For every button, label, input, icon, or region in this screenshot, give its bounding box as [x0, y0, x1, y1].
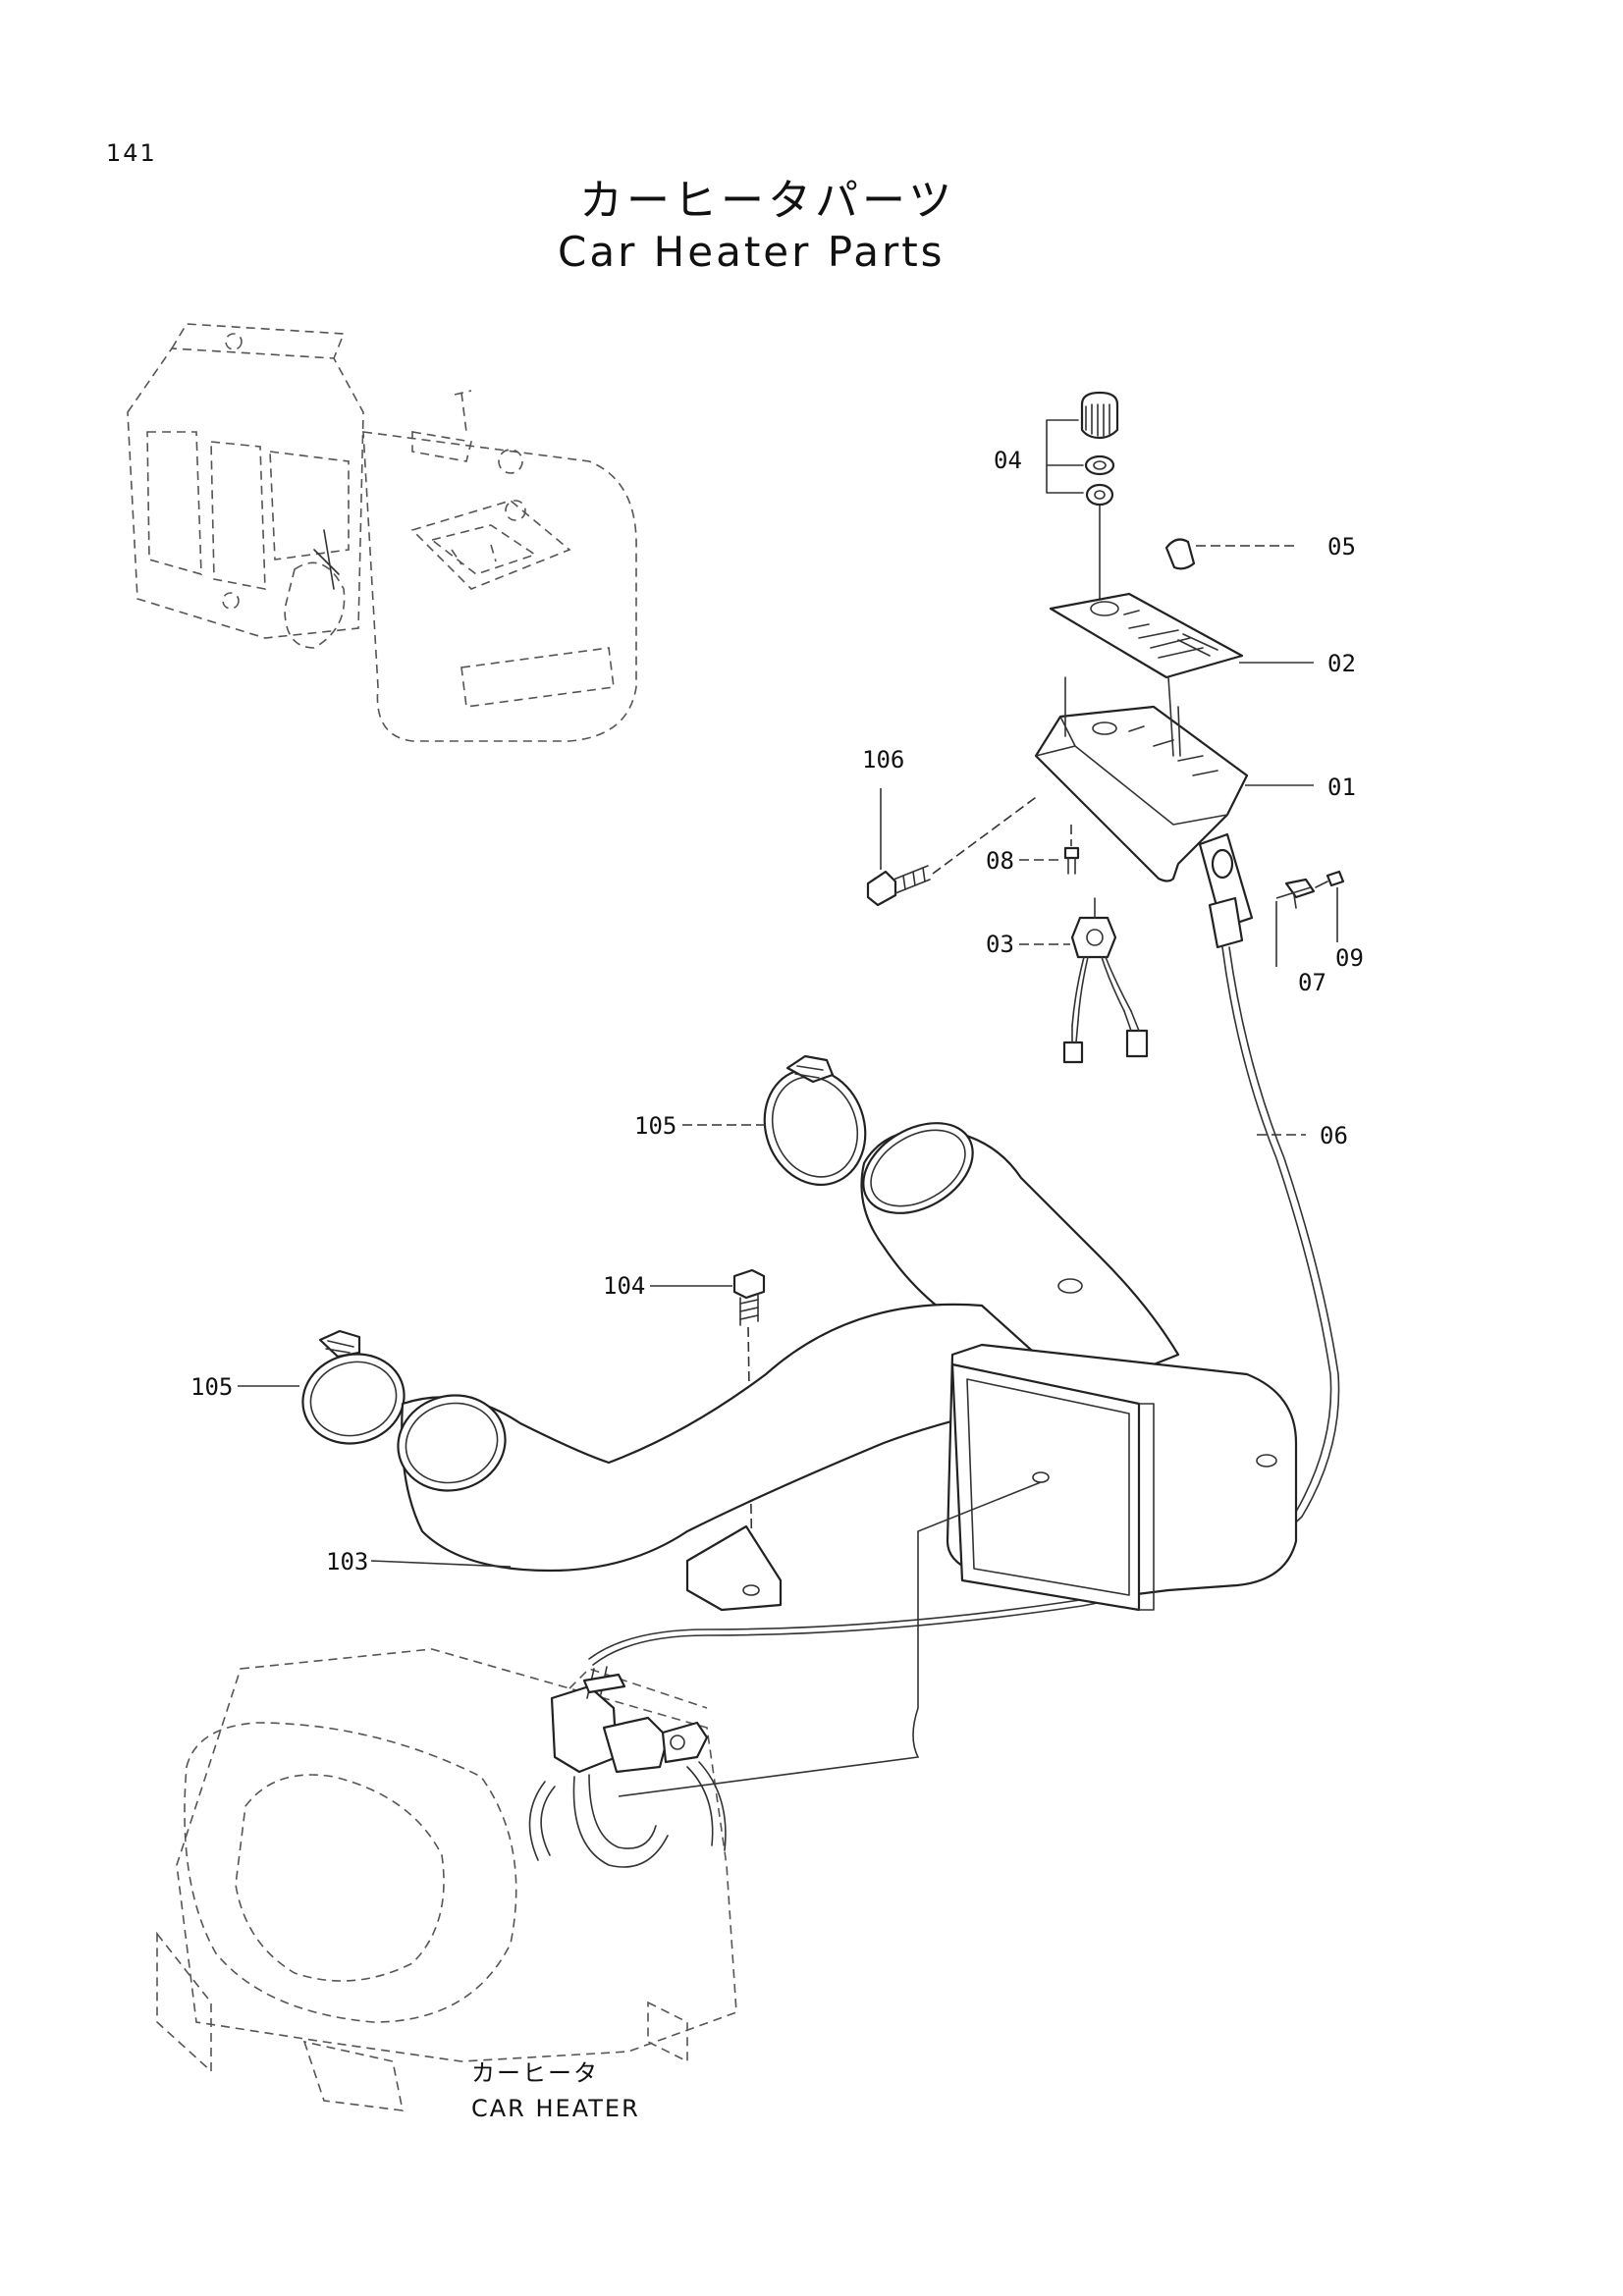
callout-07: 07 [1298, 969, 1326, 996]
page-title-japanese: カーヒータパーツ [579, 176, 956, 226]
screw-08 [1063, 825, 1080, 875]
callout-06: 06 [1320, 1122, 1348, 1149]
callout-104: 104 [603, 1272, 645, 1300]
car-heater-caption-japanese: カーヒータ [471, 2059, 599, 2087]
callout-leader-lines [238, 545, 1338, 1568]
page-number: 141 [106, 139, 157, 167]
callout-09: 09 [1335, 944, 1364, 972]
cable-clip-07-and-screw-09 [1275, 870, 1345, 909]
callout-105-upper: 105 [634, 1112, 676, 1140]
page-title-english: Car Heater Parts [558, 228, 946, 276]
callout-08: 08 [986, 847, 1014, 875]
hose-clamp-lower [301, 1329, 406, 1445]
panel-plate [1049, 592, 1244, 679]
callout-05: 05 [1327, 533, 1356, 561]
control-bracket [1034, 676, 1254, 949]
excavator-overview-illustration [127, 323, 637, 742]
callout-02: 02 [1327, 650, 1356, 677]
callout-01: 01 [1327, 774, 1356, 801]
bolt-106 [866, 794, 1040, 907]
heater-housing [618, 1343, 1298, 1797]
lever-knob [1164, 538, 1196, 570]
car-heater-caption-english: CAR HEATER [471, 2095, 640, 2122]
car-heater-unit [156, 1648, 737, 2111]
knob-washer-set [1046, 391, 1119, 610]
callout-106: 106 [862, 746, 904, 774]
callout-103: 103 [326, 1548, 368, 1575]
hose-clamp-upper [763, 1054, 867, 1187]
callout-04: 04 [994, 447, 1022, 474]
callout-labels: 04 05 02 01 106 08 03 07 09 06 105 104 1… [190, 447, 1364, 1575]
air-duct-103 [397, 1122, 1180, 1612]
car-heater-caption: カーヒータ CAR HEATER [471, 2059, 640, 2122]
callout-105-lower: 105 [190, 1373, 233, 1401]
callout-03: 03 [986, 931, 1014, 958]
switch-03 [1062, 897, 1149, 1064]
